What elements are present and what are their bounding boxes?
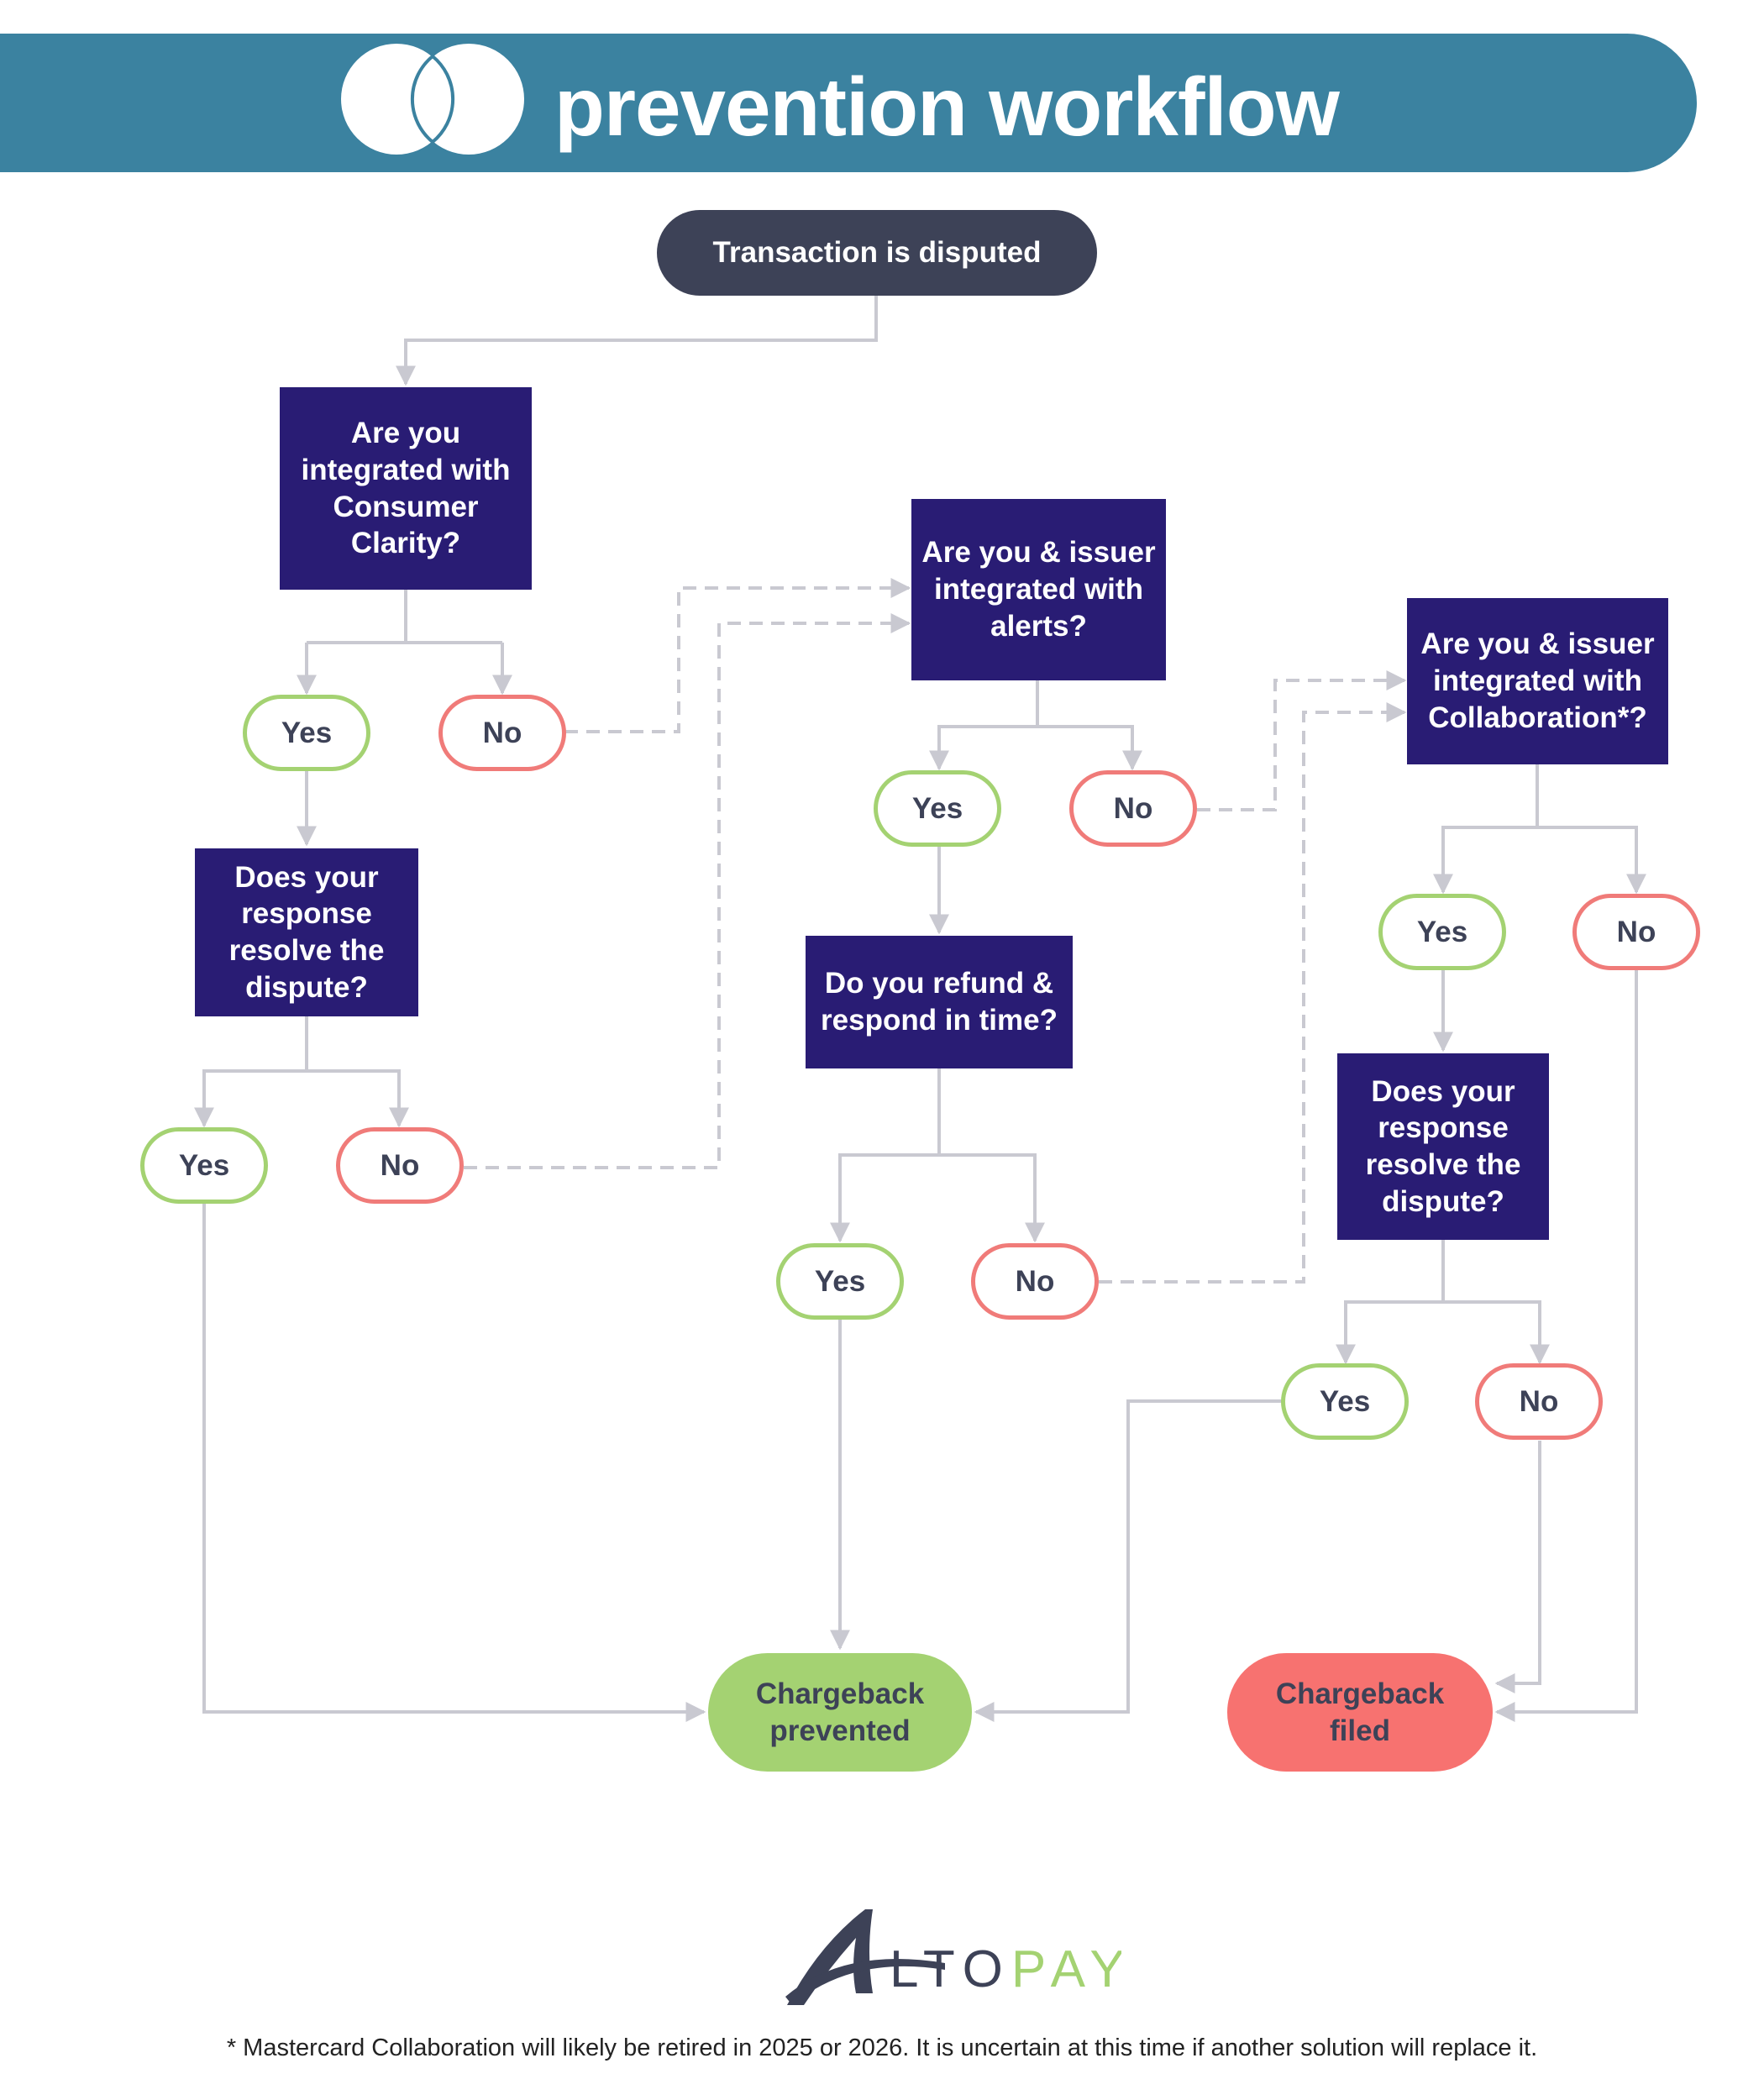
answer-no-collaboration: No xyxy=(1572,894,1700,970)
node-q-resolve-2: Does your response resolve the dispute? xyxy=(1337,1053,1549,1240)
answer-yes-consumer-clarity: Yes xyxy=(243,695,370,771)
footnote: * Mastercard Collaboration will likely b… xyxy=(226,2034,1538,2061)
answer-no-resolve-1: No xyxy=(336,1127,464,1204)
brand-name-accent: PAY xyxy=(1011,1940,1121,1998)
node-q-alerts: Are you & issuer integrated with alerts? xyxy=(911,499,1166,680)
header-banner xyxy=(0,34,1697,172)
brand-name-lead: LTO xyxy=(890,1940,1011,1998)
node-q-collaboration: Are you & issuer integrated with Collabo… xyxy=(1407,598,1668,764)
answer-no-refund: No xyxy=(971,1243,1099,1320)
answer-yes-resolve-1: Yes xyxy=(140,1127,268,1204)
answer-no-alerts: No xyxy=(1069,770,1197,847)
altopay-logo-icon: LTOPAY xyxy=(785,1909,1121,2005)
node-start: Transaction is disputed xyxy=(657,210,1097,296)
answer-yes-refund: Yes xyxy=(776,1243,904,1320)
node-end-filed: Chargeback filed xyxy=(1227,1653,1493,1772)
svg-text:LTOPAY: LTOPAY xyxy=(890,1940,1121,1998)
node-q-refund: Do you refund & respond in time? xyxy=(806,936,1073,1068)
mastercard-circles-icon xyxy=(341,44,524,155)
answer-yes-resolve-2: Yes xyxy=(1281,1363,1409,1440)
answer-no-consumer-clarity: No xyxy=(438,695,566,771)
answer-no-resolve-2: No xyxy=(1475,1363,1603,1440)
node-q-consumer-clarity: Are you integrated with Consumer Clarity… xyxy=(280,387,532,590)
answer-yes-alerts: Yes xyxy=(874,770,1001,847)
answer-yes-collaboration: Yes xyxy=(1378,894,1506,970)
page-title: prevention workflow xyxy=(554,60,1340,153)
node-end-prevented: Chargeback prevented xyxy=(708,1653,972,1772)
node-q-resolve-1: Does your response resolve the dispute? xyxy=(195,848,418,1016)
